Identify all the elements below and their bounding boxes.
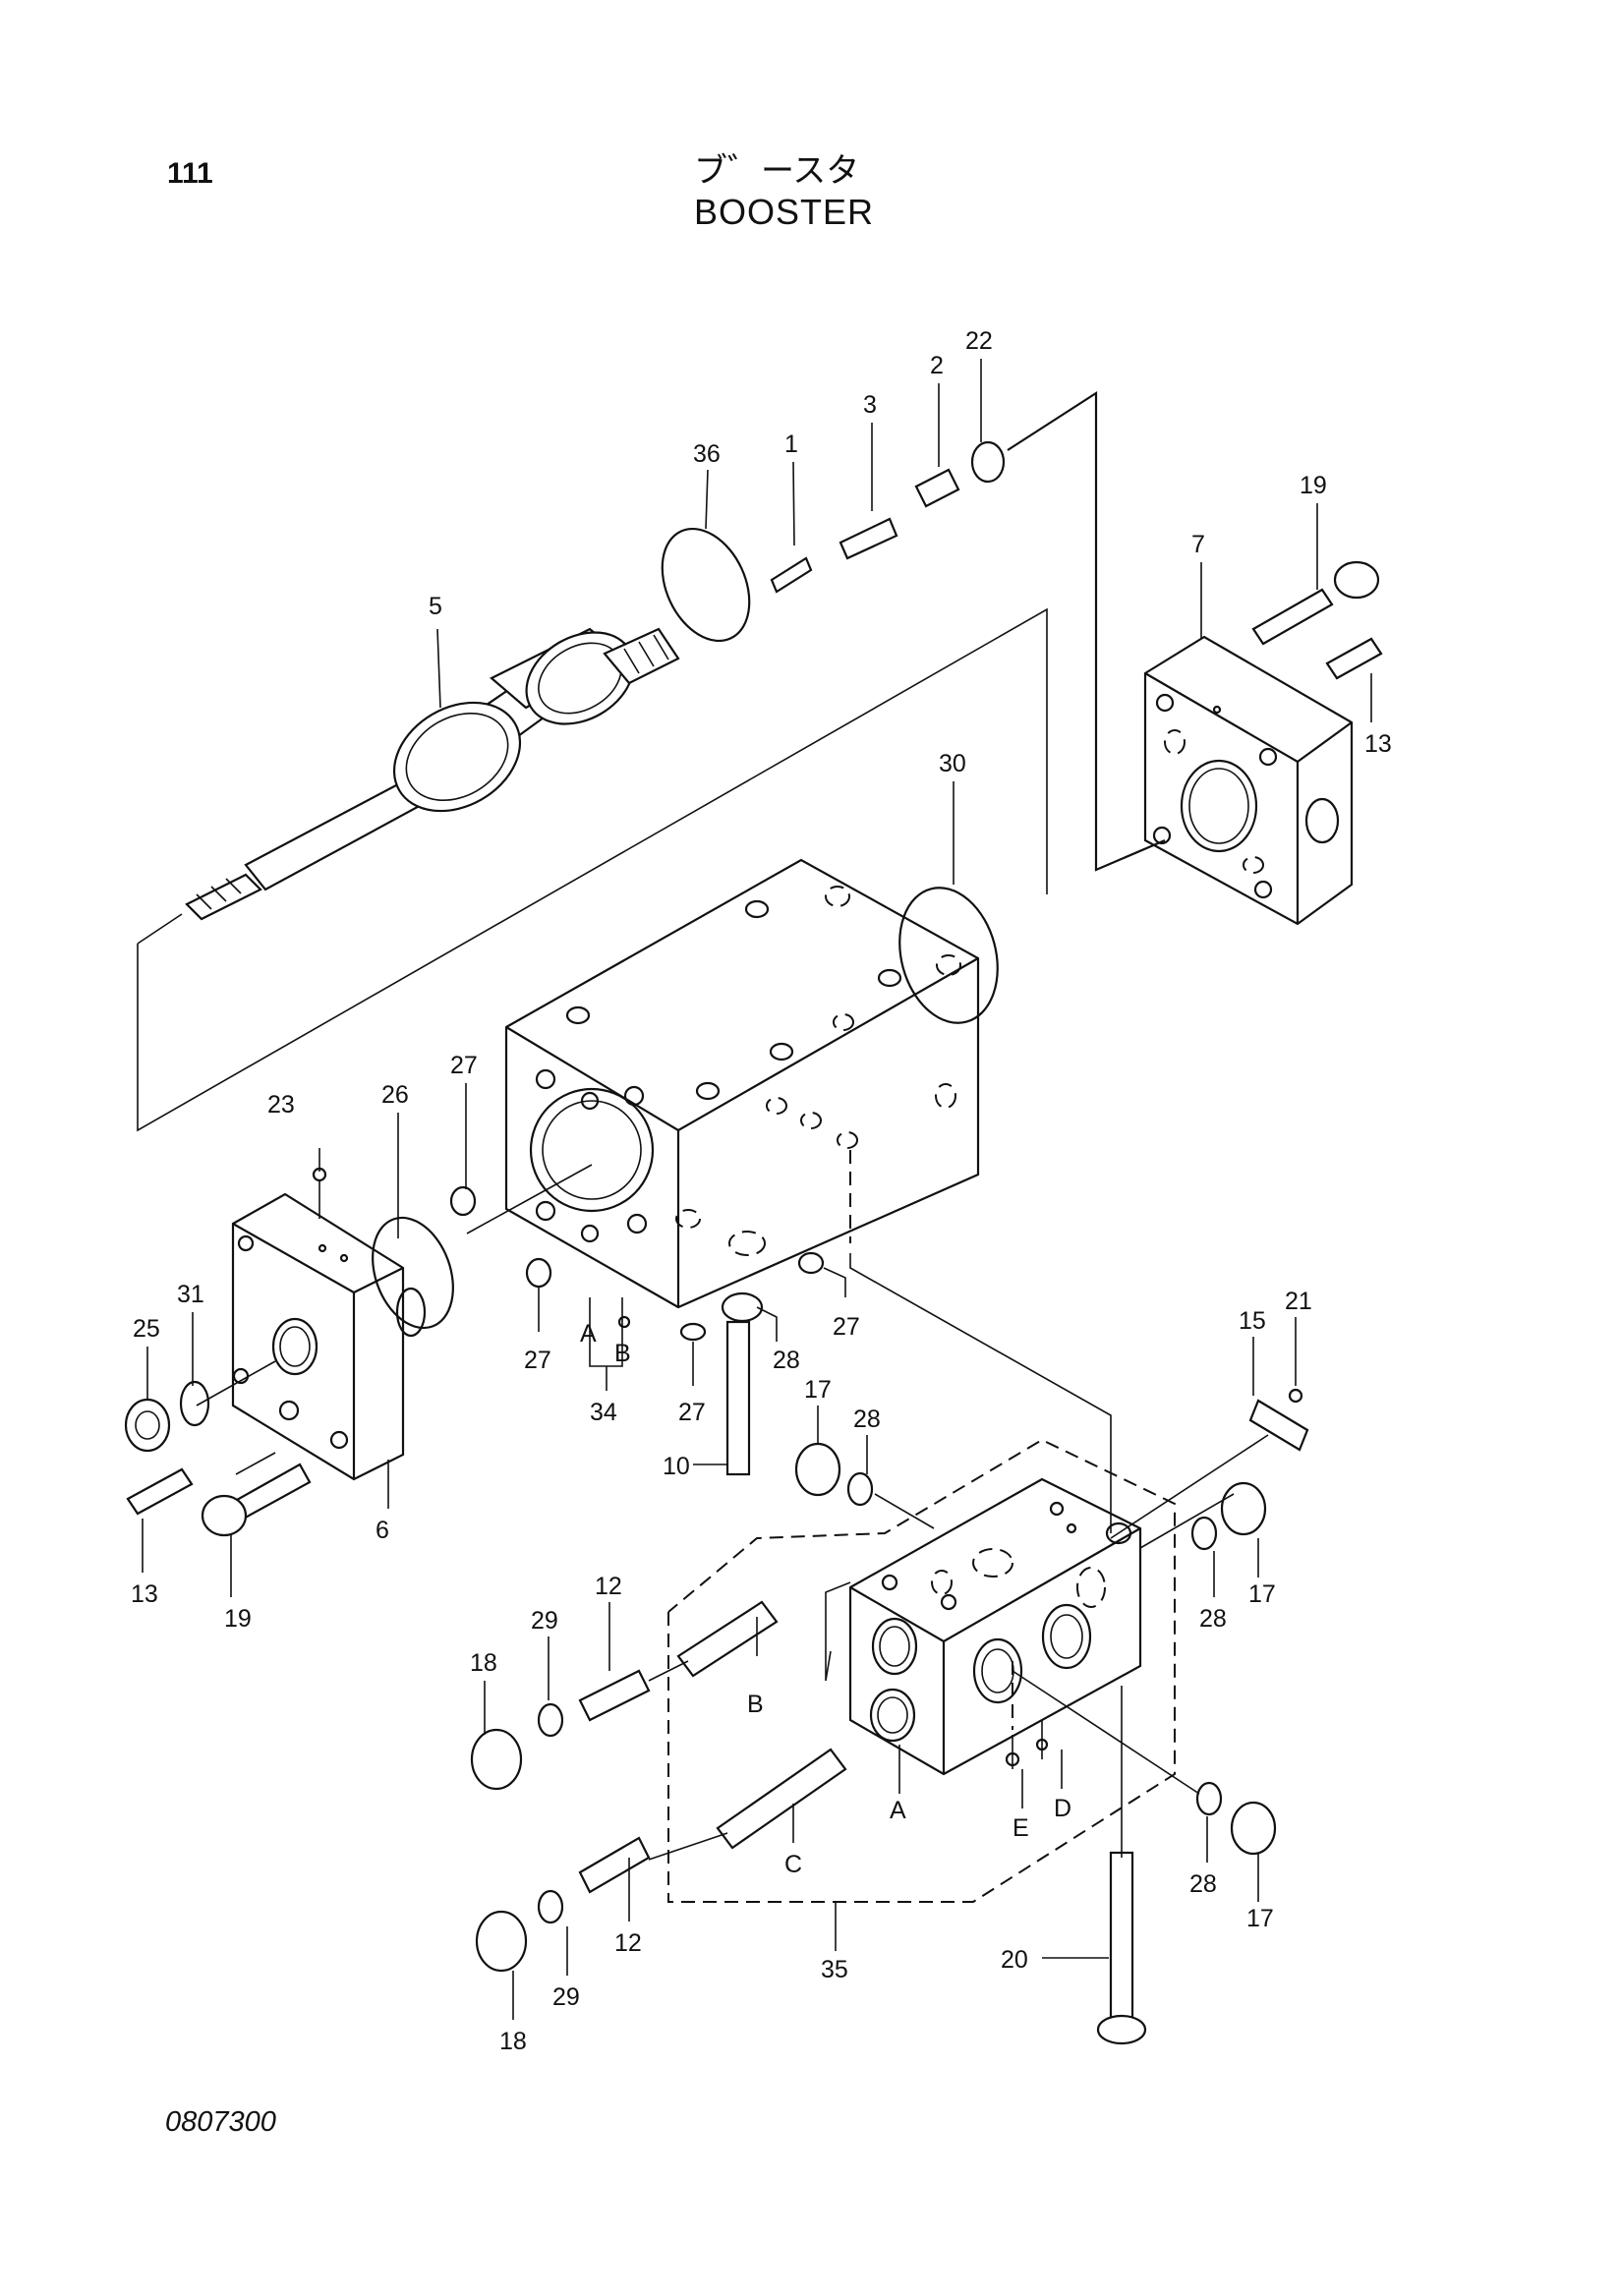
callout-35: 35 xyxy=(821,1956,848,1983)
page-number: 111 xyxy=(167,157,213,190)
callout-1: 1 xyxy=(784,430,798,458)
callout-13: 13 xyxy=(1364,730,1392,758)
callout-28: 28 xyxy=(773,1347,800,1374)
callout-27: 27 xyxy=(450,1052,478,1079)
callout-15: 15 xyxy=(1239,1307,1266,1335)
callout-26: 26 xyxy=(381,1081,409,1109)
callout-27: 27 xyxy=(678,1399,706,1426)
callout-2: 2 xyxy=(930,352,944,379)
assembly-lines xyxy=(137,390,1269,1861)
housing-6 xyxy=(231,1192,427,1481)
dashed-group-35 xyxy=(667,1150,1176,1903)
callout-12: 12 xyxy=(595,1573,622,1600)
port-label-a: A xyxy=(890,1797,906,1824)
callout-29: 29 xyxy=(531,1607,558,1635)
port-label-a: A xyxy=(580,1320,597,1348)
title-japanese: ブ゛ースタ xyxy=(694,152,860,190)
callout-18: 18 xyxy=(470,1649,497,1677)
port-label-e: E xyxy=(1012,1814,1029,1842)
callout-18: 18 xyxy=(499,2028,527,2055)
callout-36: 36 xyxy=(693,440,721,468)
callout-22: 22 xyxy=(965,327,993,355)
control-block-35 xyxy=(848,1477,1142,1776)
callout-10: 10 xyxy=(663,1453,690,1480)
small-parts-bottom xyxy=(124,1167,1309,2045)
callout-5: 5 xyxy=(429,593,442,620)
callout-27: 27 xyxy=(524,1347,551,1374)
callout-17: 17 xyxy=(1246,1905,1274,1932)
callout-13: 13 xyxy=(131,1580,158,1608)
callout-7: 7 xyxy=(1191,531,1205,558)
callout-28: 28 xyxy=(853,1406,881,1433)
leader-lines xyxy=(142,359,1372,2020)
spool-label-b: B xyxy=(747,1691,764,1718)
spool-label-c: C xyxy=(784,1851,802,1878)
callout-29: 29 xyxy=(552,1983,580,2011)
callout-27: 27 xyxy=(833,1313,860,1341)
callout-3: 3 xyxy=(863,391,877,419)
port-label-d: D xyxy=(1054,1795,1071,1822)
callout-31: 31 xyxy=(177,1281,204,1308)
callout-19: 19 xyxy=(1300,472,1327,499)
small-parts-top xyxy=(372,440,1383,1330)
callout-19: 19 xyxy=(224,1605,252,1633)
shaft-5 xyxy=(185,627,680,921)
callout-17: 17 xyxy=(804,1376,832,1404)
callout-28: 28 xyxy=(1189,1870,1217,1898)
callout-12: 12 xyxy=(614,1929,642,1957)
callout-30: 30 xyxy=(939,750,966,777)
callout-34: 34 xyxy=(590,1399,617,1426)
callout-21: 21 xyxy=(1285,1288,1312,1315)
title-english: BOOSTER xyxy=(694,192,875,232)
port-label-b: B xyxy=(614,1340,631,1367)
housing-7 xyxy=(1143,635,1354,926)
callout-28: 28 xyxy=(1199,1605,1227,1633)
main-body-block xyxy=(504,858,980,1309)
callout-17: 17 xyxy=(1248,1580,1276,1608)
callout-labels: 36 1 3 2 22 19 7 13 5 30 27 23 26 31 25 … xyxy=(131,327,1392,2055)
callout-25: 25 xyxy=(133,1315,160,1343)
callout-23: 23 xyxy=(267,1091,295,1119)
callout-6: 6 xyxy=(376,1517,389,1544)
drawing-code: 0807300 xyxy=(165,2106,276,2138)
callout-20: 20 xyxy=(1001,1946,1028,1974)
